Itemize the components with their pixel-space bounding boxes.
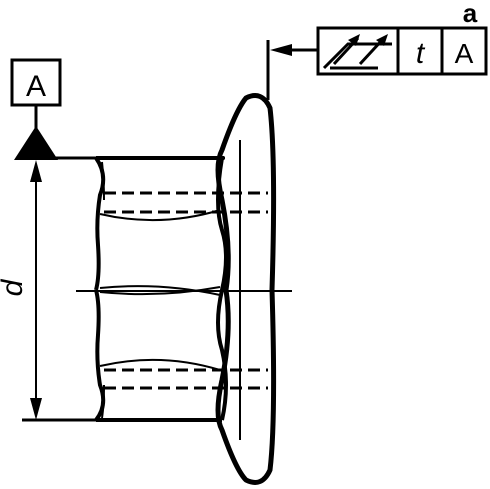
feature-control-frame: t A bbox=[316, 26, 488, 76]
datum-label: A bbox=[26, 70, 46, 103]
datum-triangle bbox=[14, 126, 58, 160]
total-runout-symbol-icon bbox=[322, 34, 392, 70]
flange-head bbox=[215, 93, 277, 485]
dimension-arrow-top bbox=[30, 160, 42, 182]
dimension-arrow-bottom bbox=[30, 398, 42, 420]
note-letter: a bbox=[463, 0, 478, 28]
leader-to-frame bbox=[266, 40, 318, 100]
datum-feature-symbol: A bbox=[10, 58, 62, 160]
datum-reference: A bbox=[455, 38, 474, 69]
frame-leader-arrow bbox=[270, 44, 292, 56]
shaft-body bbox=[94, 156, 228, 422]
tolerance-value: t bbox=[416, 37, 426, 70]
dimension-label: d bbox=[0, 278, 29, 296]
